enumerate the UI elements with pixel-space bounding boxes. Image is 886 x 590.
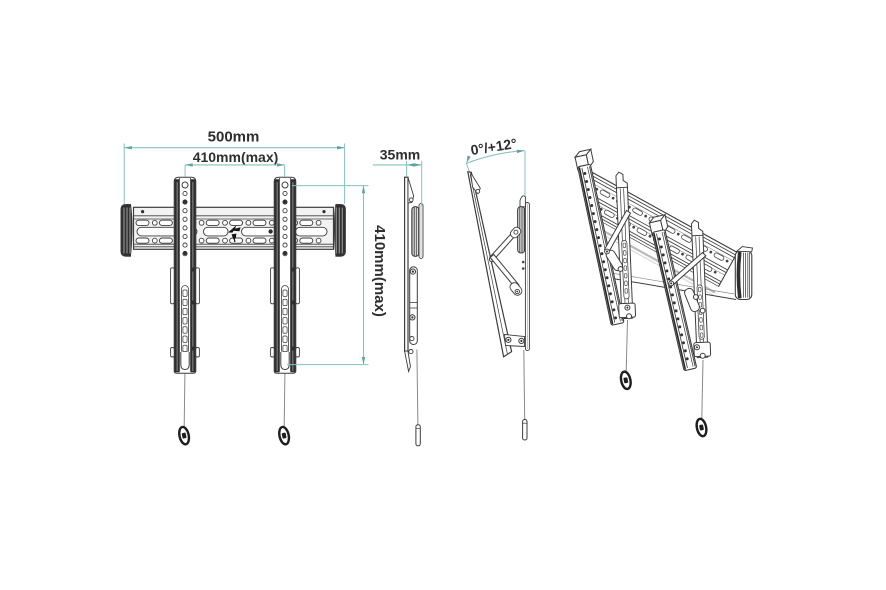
- svg-text:500mm: 500mm: [208, 128, 260, 145]
- svg-text:410mm(max): 410mm(max): [371, 225, 388, 317]
- svg-text:410mm(max): 410mm(max): [193, 149, 279, 165]
- svg-text:35mm: 35mm: [380, 147, 420, 163]
